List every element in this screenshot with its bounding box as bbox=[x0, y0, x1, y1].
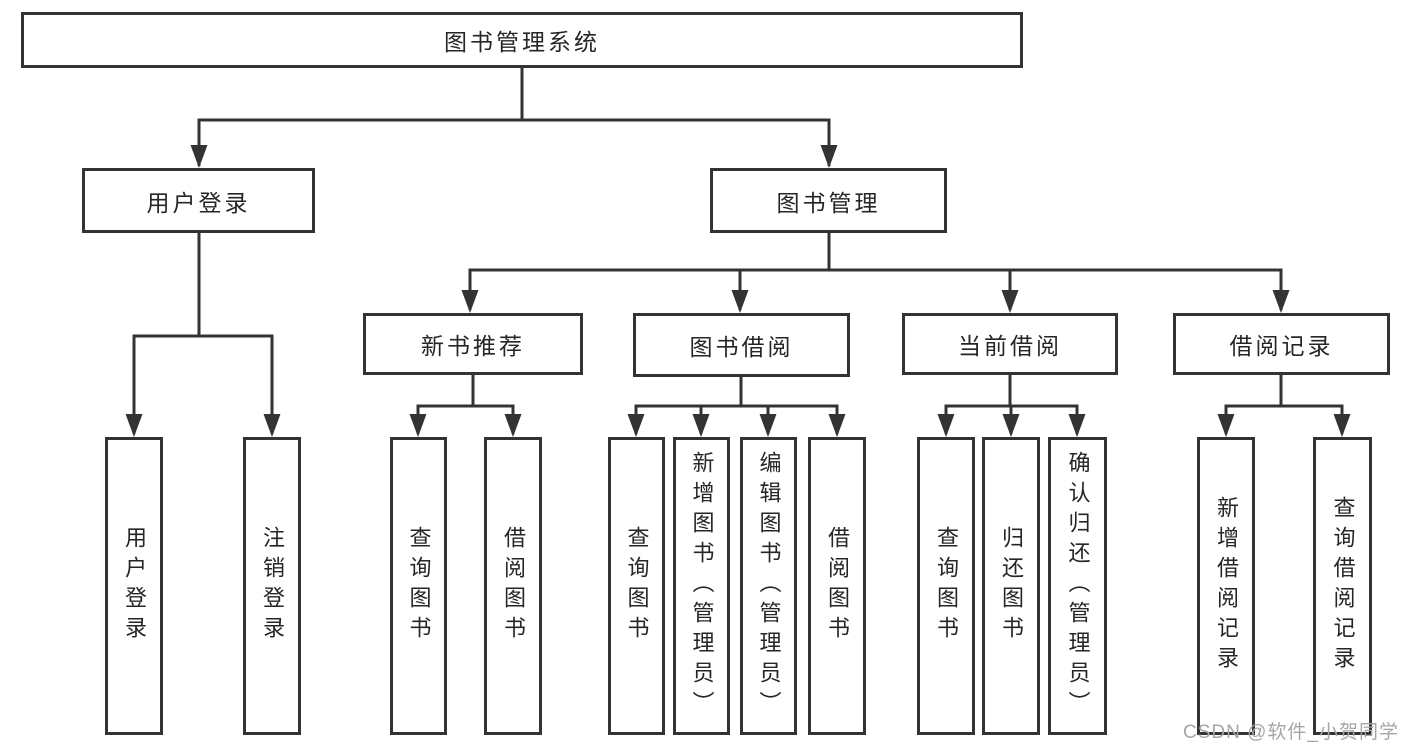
leaf-add-borrow-record: 新增借阅记录 bbox=[1197, 437, 1255, 735]
node-label: 编辑图书（管理员） bbox=[756, 451, 782, 721]
leaf-query-books-3: 查询图书 bbox=[917, 437, 975, 735]
leaf-borrow-books-1: 借阅图书 bbox=[484, 437, 542, 735]
node-label: 用户登录 bbox=[122, 526, 147, 646]
node-label: 确认归还（管理员） bbox=[1065, 451, 1091, 721]
node-label: 当前借阅 bbox=[958, 333, 1062, 359]
node-label: 注销登录 bbox=[260, 526, 285, 646]
node-label: 图书借阅 bbox=[689, 334, 794, 360]
node-label: 新增借阅记录 bbox=[1214, 496, 1239, 676]
node-label: 归还图书 bbox=[999, 526, 1024, 646]
leaf-user-login: 用户登录 bbox=[105, 437, 163, 735]
leaf-return-book: 归还图书 bbox=[982, 437, 1040, 735]
node-root: 图书管理系统 bbox=[21, 12, 1023, 68]
node-label: 图书管理系统 bbox=[444, 29, 600, 55]
node-label: 借阅图书 bbox=[501, 526, 526, 646]
leaf-query-borrow-record: 查询借阅记录 bbox=[1313, 437, 1372, 735]
node-book-management: 图书管理 bbox=[710, 168, 947, 233]
node-label: 图书管理 bbox=[776, 189, 881, 216]
node-book-borrow: 图书借阅 bbox=[633, 313, 850, 377]
leaf-logout: 注销登录 bbox=[243, 437, 301, 735]
node-label: 查询图书 bbox=[934, 526, 959, 646]
node-current-borrow: 当前借阅 bbox=[902, 313, 1118, 375]
leaf-borrow-books-2: 借阅图书 bbox=[808, 437, 866, 735]
node-user-login: 用户登录 bbox=[82, 168, 315, 233]
leaf-query-books-1: 查询图书 bbox=[390, 437, 447, 735]
watermark-text: CSDN @软件_小贺同学 bbox=[1183, 722, 1399, 743]
leaf-confirm-return-admin: 确认归还（管理员） bbox=[1048, 437, 1107, 735]
node-label: 查询图书 bbox=[624, 526, 650, 646]
node-label: 借阅记录 bbox=[1229, 333, 1334, 359]
node-label: 用户登录 bbox=[146, 189, 251, 216]
leaf-edit-book-admin: 编辑图书（管理员） bbox=[740, 437, 797, 735]
node-label: 查询图书 bbox=[406, 526, 432, 646]
arrowhead-icons bbox=[125, 145, 1351, 437]
node-label: 借阅图书 bbox=[825, 526, 850, 646]
node-label: 新书推荐 bbox=[421, 333, 525, 359]
node-label: 查询借阅记录 bbox=[1330, 496, 1356, 676]
leaf-query-books-2: 查询图书 bbox=[608, 437, 665, 735]
leaf-add-book-admin: 新增图书（管理员） bbox=[673, 437, 730, 735]
node-borrow-records: 借阅记录 bbox=[1173, 313, 1390, 375]
node-new-book-recommend: 新书推荐 bbox=[363, 313, 583, 375]
node-label: 新增图书（管理员） bbox=[689, 451, 715, 721]
